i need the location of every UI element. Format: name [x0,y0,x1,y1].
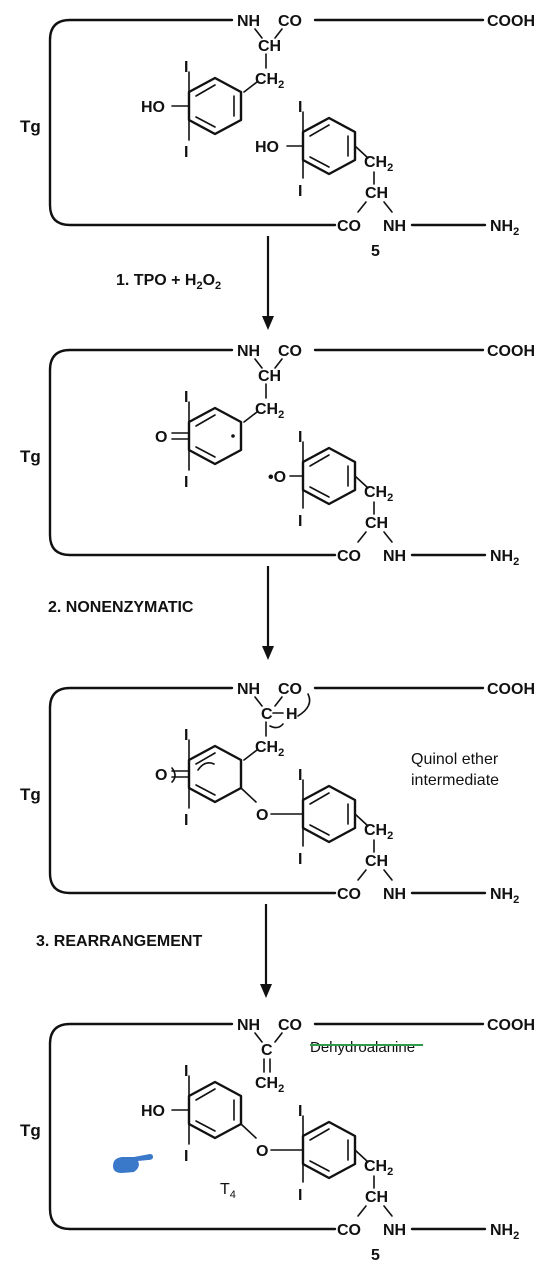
tg-label: Tg [20,785,41,804]
electron-arrow-1 [297,693,311,717]
top-nh: NH [237,13,260,30]
pointing-hand-icon [113,1154,153,1173]
step-3: 3. REARRANGEMENT [36,904,272,998]
bottom-nh: NH [383,218,406,235]
step-2-label: 2. NONENZYMATIC [48,599,194,616]
nh2: NH2 [490,218,519,238]
bottom-co: CO [337,886,361,903]
top-nh: NH [237,681,260,698]
ring2-i-bottom: I [298,183,302,200]
ring2-ho: HO [255,139,279,156]
ring2-i-bottom: I [298,1187,302,1204]
ring1-i-top: I [184,1063,188,1080]
ch-bottom: CH [365,185,388,202]
compound-label-5: 5 [371,1247,380,1264]
h-atom: H [286,706,298,723]
ring1-ho: HO [141,99,165,116]
bottom-co: CO [337,1222,361,1239]
step-1: 1. TPO + H2O2 [116,236,274,330]
ring2-o-radical: •O [268,469,286,486]
ring2-i-bottom: I [298,851,302,868]
bridge-o: O [256,1143,268,1160]
ch2-top: CH2 [255,71,284,91]
ch-bottom: CH [365,515,388,532]
tg-bracket [48,18,337,227]
t4-label: T4 [220,1181,236,1201]
bottom-nh: NH [383,548,406,565]
top-co: CO [278,13,302,30]
ring2-i-bottom: I [298,513,302,530]
ring2-i-top: I [298,1103,302,1120]
ch2-top: CH2 [255,401,284,421]
bottom-co: CO [337,548,361,565]
ring1-i-bottom: I [184,144,188,161]
ch2-top: CH2 [255,739,284,759]
dehydroalanine-label: Dehydroalanine [310,1039,415,1056]
top-co: CO [278,1017,302,1034]
cooh: COOH [487,13,535,30]
bottom-co: CO [337,218,361,235]
ring2-i-top: I [298,99,302,116]
ch-top: CH [258,368,281,385]
ch-bottom: CH [365,1189,388,1206]
electron-arrow-3 [197,762,215,771]
ring2-i-top: I [298,429,302,446]
cooh: COOH [487,343,535,360]
ch2-bottom: CH2 [364,1158,393,1178]
annotation-line-1: Quinol ether [411,751,499,768]
cooh: COOH [487,681,535,698]
tg-label: Tg [20,447,41,466]
ring2-i-top: I [298,767,302,784]
ch2-top: CH2 [255,1075,284,1095]
step-3-label: 3. REARRANGEMENT [36,933,202,950]
tg-label: Tg [20,117,41,136]
electron-arrow-4 [171,767,176,783]
electron-arrow-2 [269,723,284,729]
ring-1 [187,744,243,804]
compound-label-5: 5 [371,243,380,260]
ring1-ho: HO [141,1103,165,1120]
top-co: CO [278,343,302,360]
step-1-label: 1. TPO + H2O2 [116,272,221,292]
panel-1: Tg NH CO COOH CH CH2 I I HO I I HO CH2 C… [20,13,535,260]
ring1-i-top: I [184,389,188,406]
top-co: CO [278,681,302,698]
ring1-i-bottom: I [184,1148,188,1165]
annotation-line-2: intermediate [411,772,499,789]
panel-2: Tg NH CO COOH CH CH2 I I O I I •O CH2 CH… [20,343,535,568]
ch2-bottom: CH2 [364,822,393,842]
tg-label: Tg [20,1121,41,1140]
ring1-i-bottom: I [184,474,188,491]
bottom-nh: NH [383,886,406,903]
ch-top: CH [258,38,281,55]
ring1-i-bottom: I [184,812,188,829]
bottom-nh: NH [383,1222,406,1239]
panel-4: Tg NH CO COOH C CH2 Dehydroalanine I I H… [20,1017,535,1264]
ring1-keto-o: O [155,429,167,446]
ring1-keto-o: O [155,767,167,784]
ch2-bottom: CH2 [364,484,393,504]
top-nh: NH [237,343,260,360]
panel-3: Tg NH CO COOH C H CH2 I I O O I I CH2 C [20,681,535,906]
ring1-i-top: I [184,727,188,744]
ch-bottom: CH [365,853,388,870]
step-2: 2. NONENZYMATIC [48,566,274,660]
cooh: COOH [487,1017,535,1034]
top-nh: NH [237,1017,260,1034]
c-top: C [261,706,273,723]
nh2: NH2 [490,548,519,568]
c-top: C [261,1042,273,1059]
bridge-o: O [256,807,268,824]
nh2: NH2 [490,1222,519,1242]
ch2-bottom: CH2 [364,154,393,174]
ring1-i-top: I [184,59,188,76]
nh2: NH2 [490,886,519,906]
